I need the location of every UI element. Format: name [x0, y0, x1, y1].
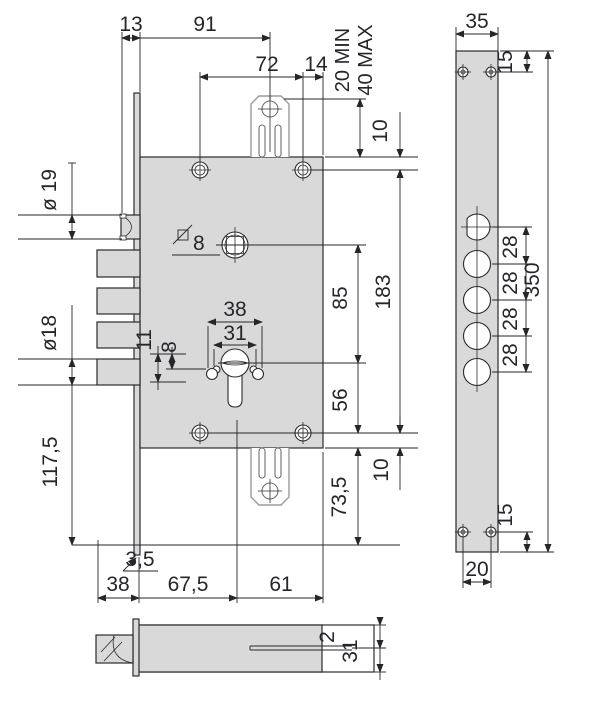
screw-hole-icon	[455, 64, 471, 80]
faceplate-holes	[461, 206, 493, 392]
dim-cylinder-to-screw: 56	[329, 388, 352, 411]
mounting-tab-bottom	[250, 447, 290, 506]
dim-body-to-plate-end: 73,5	[328, 477, 351, 518]
screw-hole-icon	[483, 524, 499, 540]
screw-hole-icon	[189, 422, 211, 444]
dim-faceplate-length: 350	[521, 262, 544, 297]
dim-faceplate-width: 35	[465, 10, 488, 33]
dim-bottom-38: 38	[106, 573, 129, 596]
dim-screw-span: 183	[372, 274, 395, 309]
dim-hole-pitch: 28	[499, 235, 522, 258]
dim-hole-pitch: 28	[499, 307, 522, 330]
latch-bolt-bottom	[95, 634, 134, 664]
screw-hole-icon	[189, 159, 211, 181]
dim-screw-to-edge: 14	[304, 53, 328, 76]
dim-screw-offset-bottom: 15	[494, 503, 517, 526]
dim-latch-diameter: ø 19	[38, 169, 61, 211]
dim-screw-offset-top: 15	[494, 50, 517, 73]
screw-hole-icon	[455, 524, 471, 540]
cylinder-fixing-holes	[205, 365, 265, 381]
dim-latch-protrusion: 13	[119, 13, 142, 36]
side-dimensions: 35 15 28 28 28 28 350	[455, 10, 554, 588]
dim-fixing-offset-11: 11	[133, 329, 156, 351]
dim-fixing-span-inner: 31	[223, 322, 246, 345]
dim-bolt-to-plate-end: 117,5	[39, 437, 62, 488]
dim-hole-pitch: 28	[499, 343, 522, 366]
dim-bolt-diameter: ø18	[38, 315, 61, 351]
latch-bolt	[119, 213, 141, 241]
bottom-view: 2 31	[95, 617, 386, 680]
dim-edge-to-screw-top: 10	[369, 119, 392, 142]
screw-hole-icon	[292, 159, 314, 181]
dim-slot-2: 2	[316, 631, 339, 643]
dim-slot-31: 31	[339, 639, 362, 662]
dim-hole-pitch: 28	[499, 271, 522, 294]
dim-backset: 67,5	[168, 573, 209, 596]
deadbolts	[96, 249, 141, 386]
faceplate-edge	[132, 618, 140, 677]
dim-screw-spacing: 72	[255, 53, 278, 76]
square-dimension-symbol	[172, 224, 193, 245]
dim-fixing-span: 38	[223, 298, 246, 321]
dim-adjust-min: 20 MIN	[332, 28, 354, 92]
dim-spindle-square: 8	[193, 232, 205, 255]
dim-cylinder-to-edge: 61	[269, 573, 292, 596]
screw-hole-icon	[483, 64, 499, 80]
front-dimensions: 13 91 72 14 20 MIN 40 MAX 10	[18, 13, 418, 603]
dim-screw-spacing-bottom: 20	[465, 558, 488, 581]
faceplate-screws	[455, 64, 499, 540]
bottom-dimensions: 2 31	[316, 617, 386, 680]
mounting-tab-top	[250, 95, 290, 158]
dim-spindle-to-cylinder: 85	[329, 286, 352, 309]
side-view: 35 15 28 28 28 28 350	[455, 10, 554, 588]
dim-plate-thickness: 3,5	[125, 548, 154, 571]
key-slot	[249, 645, 352, 651]
body-section	[136, 624, 323, 673]
dim-edge-to-tab: 91	[193, 13, 216, 36]
dim-adjust-max: 40 MAX	[355, 24, 377, 95]
dim-fixing-offset-8: 8	[158, 341, 181, 353]
dim-screw-to-edge-bottom: 10	[370, 458, 393, 481]
front-view: 13 91 72 14 20 MIN 40 MAX 10	[18, 13, 418, 603]
